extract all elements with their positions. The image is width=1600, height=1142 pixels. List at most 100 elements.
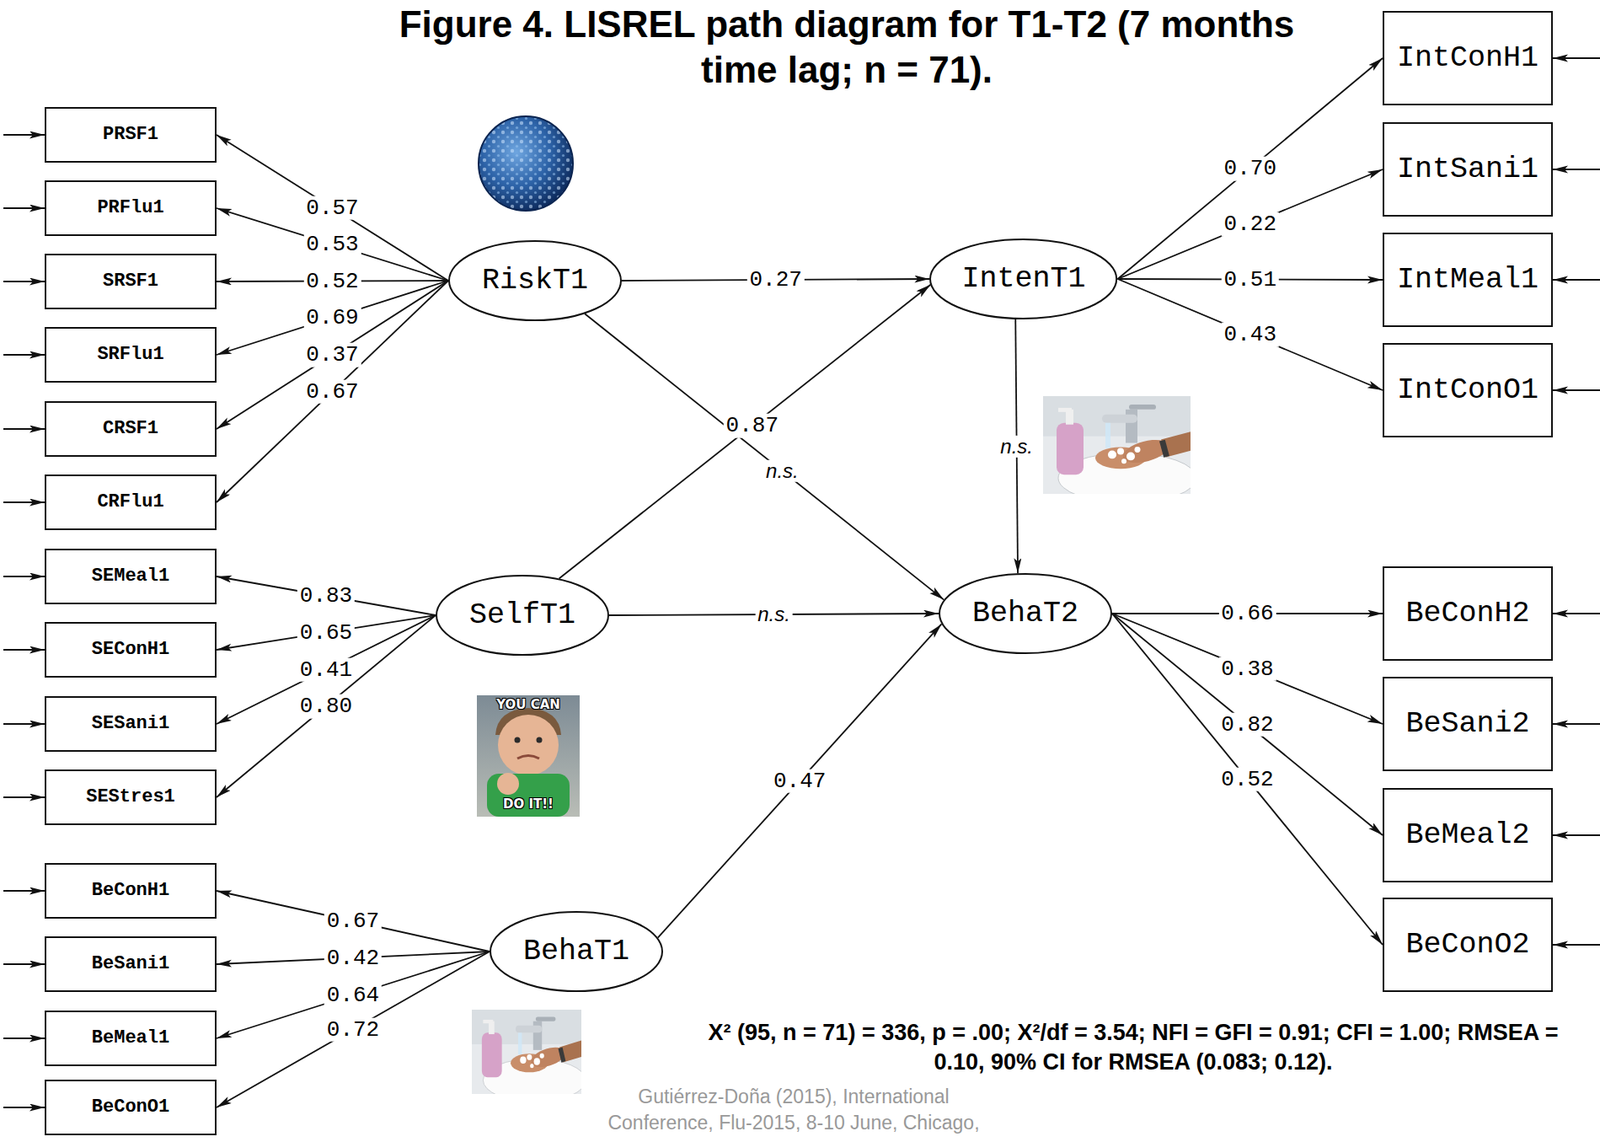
ellipse-shape: [490, 911, 663, 991]
observed-variable-box: IntMeal1: [1382, 232, 1553, 327]
variable-name: IntConH1: [1396, 41, 1539, 75]
hand-washing-photo: [1043, 395, 1199, 504]
variable-name: PRSF1: [102, 123, 159, 145]
variable-name: SEStres1: [85, 786, 176, 808]
observed-variable-box: SEMeal1: [44, 548, 217, 605]
observed-variable-box: IntConH1: [1382, 10, 1553, 106]
latent-variable-ellipse: IntenT1: [929, 238, 1118, 320]
coefficient-label: 0.53: [303, 232, 361, 257]
path-arrow: [216, 615, 436, 724]
coefficient-label: 0.52: [1218, 766, 1276, 792]
variable-name: BeConH2: [1405, 596, 1530, 631]
coefficient-label: 0.65: [297, 620, 355, 645]
observed-variable-box: SEConH1: [44, 621, 217, 678]
variable-name: SEMeal1: [91, 565, 170, 587]
observed-variable-box: CRSF1: [44, 401, 217, 457]
variable-name: PRFlu1: [96, 197, 164, 219]
observed-variable-box: BeSani1: [44, 936, 217, 992]
nonsignificant-label: n.s.: [997, 434, 1036, 457]
error-arrow: [1552, 943, 1600, 946]
coefficient-label: 0.64: [324, 982, 382, 1007]
variable-name: BeMeal2: [1405, 818, 1530, 852]
observed-variable-box: BeConH1: [44, 862, 217, 919]
error-arrow: [1552, 57, 1600, 59]
error-arrow: [3, 889, 45, 892]
variable-name: BeSani2: [1405, 706, 1530, 741]
path-arrow: [216, 134, 449, 281]
baby-mouth: [517, 755, 540, 760]
ellipse-shape: [436, 575, 609, 655]
meme-caption: DO IT!!: [476, 797, 580, 812]
variable-name: BehaT1: [523, 934, 630, 969]
error-arrow: [1552, 278, 1600, 281]
path-arrow: [216, 615, 436, 650]
latent-variable-ellipse: SelfT1: [435, 574, 610, 656]
coefficient-label: 0.67: [324, 909, 382, 934]
observed-variable-box: SESani1: [44, 695, 217, 752]
virus-sphere: [478, 116, 573, 211]
observed-variable-box: SRSF1: [44, 253, 217, 310]
variable-name: IntenT1: [961, 262, 1086, 296]
coefficient-label: 0.66: [1218, 601, 1276, 627]
coefficient-label: 0.80: [297, 694, 355, 719]
observed-variable-box: IntConO1: [1382, 342, 1553, 438]
variable-name: IntMeal1: [1396, 262, 1539, 297]
hand-washing-photo: [471, 1009, 588, 1102]
error-arrow: [1552, 722, 1600, 725]
success-kid-picture: [476, 695, 580, 817]
error-arrow: [3, 796, 45, 798]
coefficient-label: 0.27: [746, 267, 804, 293]
coefficient-label: 0.72: [324, 1016, 382, 1042]
observed-variable-box: BeSani2: [1382, 676, 1553, 771]
observed-variable-box: BeMeal2: [1382, 787, 1553, 883]
coefficient-label: 0.67: [303, 379, 361, 404]
baby-fist: [497, 772, 520, 795]
path-arrow: [1112, 613, 1383, 835]
observed-variable-box: CRFlu1: [44, 474, 217, 530]
flu-virus-picture: [478, 116, 573, 211]
variable-name: BehaT2: [972, 596, 1079, 631]
observed-variable-box: SRFlu1: [44, 326, 217, 383]
hand-washing-picture: [1043, 395, 1199, 504]
variable-name: IntSani1: [1396, 152, 1539, 187]
coefficient-label: 0.70: [1221, 156, 1279, 182]
observed-variable-box: BeMeal1: [44, 1010, 217, 1066]
meme-caption: YOU CAN: [476, 697, 580, 712]
variable-name: SESani1: [91, 712, 170, 734]
error-arrow: [3, 1037, 45, 1039]
coefficient-label: 0.69: [303, 305, 361, 331]
path-arrow: [1112, 613, 1383, 945]
error-arrow: [3, 207, 45, 209]
error-arrow: [3, 501, 45, 504]
path-arrow: [1118, 278, 1383, 391]
variable-name: IntConO1: [1396, 373, 1539, 407]
path-arrow: [1112, 613, 1383, 724]
coefficient-label: 0.51: [1221, 267, 1279, 292]
variable-name: SelfT1: [469, 598, 576, 632]
error-arrow: [3, 648, 45, 651]
error-arrow: [3, 963, 45, 965]
latent-variable-ellipse: BehaT2: [938, 572, 1113, 654]
ellipse-shape: [939, 573, 1112, 653]
variable-name: SRSF1: [102, 270, 159, 292]
latent-variable-ellipse: RiskT1: [448, 240, 622, 322]
fit-statistics: X² (95, n = 71) = 336, p = .00; X²/df = …: [686, 1017, 1580, 1077]
path-arrow: [584, 313, 944, 600]
source-citation: Gutiérrez-Doña (2015), International Con…: [583, 1083, 1005, 1136]
observed-variable-box: IntSani1: [1382, 122, 1553, 217]
observed-variable-box: SEStres1: [44, 769, 217, 825]
coefficient-label: 0.47: [770, 768, 829, 793]
baby-eye: [536, 737, 543, 744]
path-arrow: [216, 280, 449, 429]
variable-name: CRSF1: [102, 417, 159, 439]
path-arrow: [216, 615, 436, 798]
coefficient-label: 0.82: [1218, 711, 1276, 737]
coefficient-label: 0.41: [297, 657, 355, 682]
baby-face: [497, 714, 559, 776]
error-arrow: [3, 575, 45, 578]
nonsignificant-label: n.s.: [763, 460, 802, 482]
path-arrow: [658, 623, 942, 937]
